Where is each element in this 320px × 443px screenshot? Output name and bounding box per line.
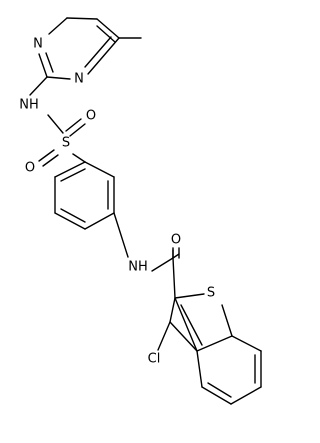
bond xyxy=(169,297,176,323)
bond xyxy=(96,18,120,39)
atom-label-n-pyrimidine-1: N xyxy=(33,37,43,52)
bond xyxy=(60,168,86,182)
bond xyxy=(113,212,129,258)
bond xyxy=(84,36,112,68)
atom-label-s-thiophene: S xyxy=(207,286,215,301)
bond xyxy=(221,304,233,337)
bond xyxy=(42,154,59,167)
bond xyxy=(60,208,86,223)
bonds xyxy=(29,17,262,405)
atom-label-nh-sulfonamide: NH xyxy=(19,98,39,113)
bond xyxy=(38,149,55,162)
bond xyxy=(72,153,86,163)
bond xyxy=(157,321,171,351)
atom-label-o-sulfonyl-2: O xyxy=(25,161,35,176)
molecule-structure: N N NH S O O NH O S Cl xyxy=(19,17,262,405)
bond xyxy=(207,382,232,398)
bond xyxy=(196,335,233,352)
bond xyxy=(151,257,174,272)
bond xyxy=(174,297,198,352)
bond xyxy=(169,321,198,352)
bond xyxy=(54,212,86,230)
bond xyxy=(84,212,115,230)
bond xyxy=(87,37,120,75)
bond xyxy=(172,253,180,259)
atom-labels: N N NH S O O NH O S Cl xyxy=(19,37,215,367)
bond xyxy=(66,17,98,20)
atom-label-n-pyrimidine-2: N xyxy=(74,72,84,87)
bond xyxy=(174,293,205,299)
bond xyxy=(201,386,232,405)
bond xyxy=(196,350,203,388)
bond xyxy=(231,335,262,352)
bond xyxy=(54,161,86,178)
atom-label-o-amide: O xyxy=(171,233,181,248)
bond xyxy=(96,25,116,43)
bond xyxy=(38,53,48,78)
bond xyxy=(69,123,86,137)
atom-label-s-sulfonyl: S xyxy=(62,136,70,151)
bond xyxy=(172,257,176,299)
bond xyxy=(47,114,64,134)
bond xyxy=(84,161,115,178)
bond xyxy=(48,17,68,35)
atom-label-nh-amide: NH xyxy=(128,260,148,275)
bond xyxy=(45,52,54,73)
bond xyxy=(65,118,82,132)
bond xyxy=(46,76,71,80)
bond xyxy=(29,76,48,96)
atom-label-o-sulfonyl-1: O xyxy=(86,109,96,124)
bond xyxy=(230,386,262,405)
atom-label-cl: Cl xyxy=(148,352,161,367)
bond xyxy=(180,304,203,346)
